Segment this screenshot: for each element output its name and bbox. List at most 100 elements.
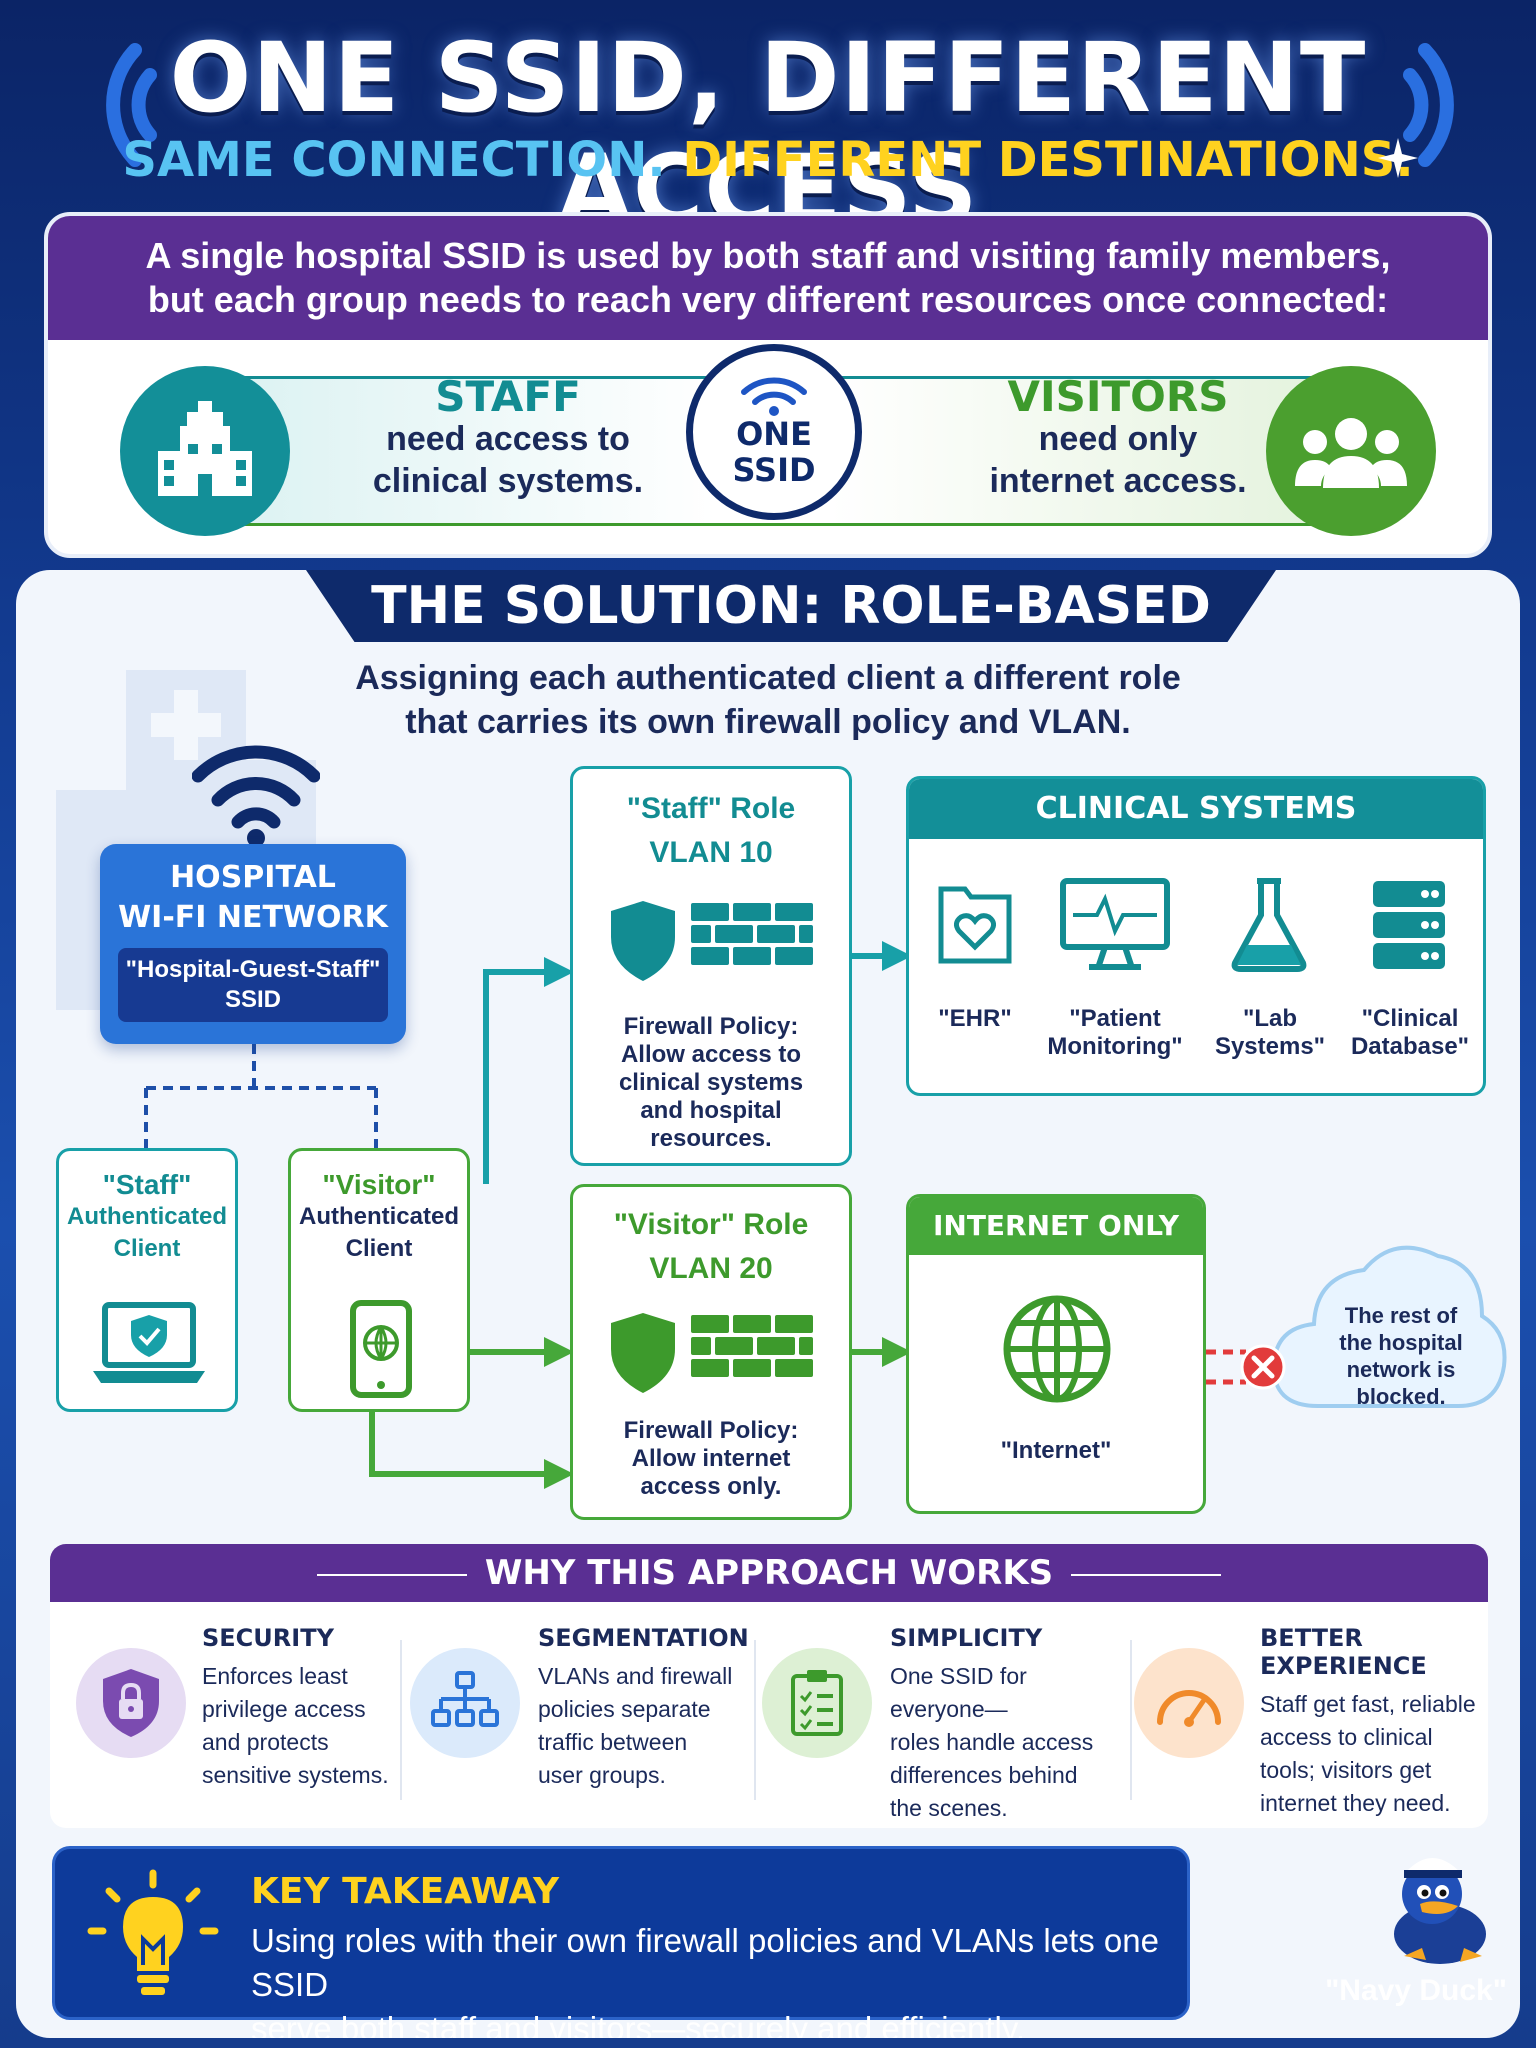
clinical-item-label: "Lab bbox=[1242, 1005, 1298, 1032]
staff-policy-line: clinical systems bbox=[618, 1069, 804, 1096]
takeaway-title: KEY TAKEAWAY bbox=[251, 1871, 560, 1912]
staff-client-line-1: Authenticated bbox=[66, 1203, 227, 1230]
one-ssid-circle: ONE SSID bbox=[686, 344, 862, 520]
solution-banner: THE SOLUTION: ROLE-BASED ACCESS bbox=[306, 570, 1276, 642]
staff-need-line-2: clinical systems. bbox=[372, 462, 644, 500]
internet-label: "Internet" bbox=[1000, 1437, 1112, 1464]
why-item-title: SECURITY bbox=[202, 1624, 334, 1652]
visitors-circle bbox=[1266, 366, 1436, 536]
clipboard-checklist-icon bbox=[791, 1670, 843, 1736]
staff-need: STAFF need access to clinical systems. bbox=[338, 376, 678, 502]
staff-role-name: "Staff" Role bbox=[626, 792, 796, 825]
sparkle-icon bbox=[1378, 138, 1418, 178]
solution-desc-line-2: that carries its own firewall policy and… bbox=[405, 703, 1131, 741]
one-ssid-line-2: SSID bbox=[732, 451, 816, 489]
staff-client-card: "Staff" Authenticated Client bbox=[56, 1148, 238, 1412]
why-item-line: policies separate bbox=[538, 1696, 711, 1722]
shield-firewall-green-icon bbox=[611, 1313, 813, 1393]
blocked-line: blocked. bbox=[1356, 1384, 1446, 1409]
database-server-icon bbox=[1373, 881, 1445, 969]
shield-firewall-teal-icon bbox=[611, 901, 813, 981]
clinical-item-clinical-database: "Clinical Database" bbox=[1345, 1005, 1475, 1061]
folder-heart-icon bbox=[938, 886, 1012, 964]
why-item-line: traffic between bbox=[538, 1729, 688, 1755]
staff-circle bbox=[120, 366, 290, 536]
visitor-policy: Firewall Policy: Allow internet access o… bbox=[583, 1417, 839, 1501]
visitor-client-line-1: Authenticated bbox=[298, 1203, 459, 1230]
clinical-systems-card: CLINICAL SYSTEMS "EHR" "Patient Moni bbox=[906, 776, 1486, 1096]
why-item-line: internet they need. bbox=[1260, 1790, 1451, 1816]
network-hierarchy-icon bbox=[431, 1671, 499, 1727]
why-section: WHY THIS APPROACH WORKS SECURITY Enforce… bbox=[50, 1544, 1488, 1828]
clinical-item-ehr: "EHR" bbox=[915, 1005, 1035, 1033]
intro-line-1: A single hospital SSID is used by both s… bbox=[145, 235, 1391, 276]
hospital-network-box: HOSPITAL WI-FI NETWORK "Hospital-Guest-S… bbox=[100, 844, 406, 1044]
staff-need-line-1: need access to bbox=[386, 420, 630, 458]
why-item-line: the scenes. bbox=[890, 1795, 1008, 1821]
why-item-title: SEGMENTATION bbox=[538, 1624, 749, 1652]
why-title: WHY THIS APPROACH WORKS bbox=[484, 1553, 1054, 1593]
intro-panel: A single hospital SSID is used by both s… bbox=[44, 212, 1492, 558]
wifi-icon bbox=[741, 377, 807, 416]
why-item-line: VLANs and firewall bbox=[538, 1663, 733, 1689]
page-subtitle: SAME CONNECTION. DIFFERENT DESTINATIONS. bbox=[0, 132, 1536, 188]
clinical-item-lab-systems: "Lab Systems" bbox=[1205, 1005, 1335, 1061]
navy-duck-mascot-icon bbox=[1394, 1858, 1486, 1964]
why-divider bbox=[754, 1640, 756, 1800]
key-takeaway-box: KEY TAKEAWAY Using roles with their own … bbox=[52, 1846, 1190, 2038]
clinical-item-label: "Clinical bbox=[1361, 1005, 1459, 1032]
why-item-better-experience: BETTER EXPERIENCE Staff get fast, reliab… bbox=[1260, 1624, 1480, 1816]
clinical-item-label: Systems" bbox=[1214, 1033, 1326, 1060]
subtitle-part-1: SAME CONNECTION. bbox=[122, 132, 666, 188]
solution-description: Assigning each authenticated client a di… bbox=[16, 656, 1520, 744]
why-divider bbox=[400, 1640, 402, 1800]
network-wifi-icon bbox=[192, 745, 320, 847]
people-group-icon bbox=[1295, 418, 1407, 488]
wifi-decoration-left-icon bbox=[106, 43, 157, 167]
why-item-line: One SSID for everyone— bbox=[890, 1663, 1027, 1722]
lab-flask-icon bbox=[1231, 878, 1307, 972]
phone-globe-icon bbox=[350, 1300, 412, 1398]
why-item-security: SECURITY Enforces least privilege access… bbox=[202, 1624, 402, 1814]
network-line-2: WI-FI NETWORK bbox=[118, 900, 388, 935]
visitor-policy-line: access only. bbox=[640, 1473, 782, 1500]
why-item-segmentation: SEGMENTATION VLANs and firewall policies… bbox=[538, 1624, 758, 1814]
visitor-role-vlan: VLAN 20 bbox=[649, 1252, 773, 1285]
takeaway-line-2: serve both staff and visitors—securely a… bbox=[251, 2010, 1026, 2038]
staff-title: STAFF bbox=[435, 372, 581, 421]
why-item-line: and protects bbox=[202, 1729, 329, 1755]
visitors-need-line-1: need only bbox=[1038, 420, 1198, 458]
ssid-line-2: SSID bbox=[224, 986, 281, 1013]
subtitle-part-2: DIFFERENT DESTINATIONS. bbox=[682, 132, 1414, 188]
visitor-role-card: "Visitor" Role VLAN 20 Firewall Policy: … bbox=[570, 1184, 852, 1520]
why-item-title: BETTER EXPERIENCE bbox=[1260, 1624, 1427, 1680]
why-item-line: privilege access bbox=[202, 1696, 366, 1722]
blocked-x-icon bbox=[1240, 1344, 1286, 1390]
solution-desc-line-1: Assigning each authenticated client a di… bbox=[355, 659, 1181, 697]
hospital-icon bbox=[158, 401, 252, 496]
one-ssid-line-1: ONE bbox=[736, 415, 812, 453]
clinical-title: CLINICAL SYSTEMS bbox=[909, 779, 1483, 839]
visitors-need: VISITORS need only internet access. bbox=[948, 376, 1288, 502]
why-item-line: tools; visitors get bbox=[1260, 1757, 1432, 1783]
intro-header: A single hospital SSID is used by both s… bbox=[48, 216, 1488, 340]
clinical-item-label: Database" bbox=[1350, 1033, 1470, 1060]
experience-circle bbox=[1134, 1648, 1244, 1758]
wifi-decoration-right-icon bbox=[1403, 43, 1454, 167]
ssid-line-1: "Hospital-Guest-Staff" bbox=[125, 956, 381, 983]
simplicity-circle bbox=[762, 1648, 872, 1758]
blocked-line: The rest of bbox=[1344, 1303, 1458, 1328]
internet-title: INTERNET ONLY bbox=[909, 1197, 1203, 1255]
flow-connectors bbox=[144, 941, 1246, 1489]
security-circle bbox=[76, 1648, 186, 1758]
why-item-line: sensitive systems. bbox=[202, 1762, 389, 1788]
why-divider bbox=[1130, 1640, 1132, 1800]
staff-client-line-2: Client bbox=[113, 1235, 181, 1262]
takeaway-text: Using roles with their own firewall poli… bbox=[251, 1919, 1171, 2038]
shield-lock-icon bbox=[103, 1669, 159, 1737]
staff-policy-line: and hospital bbox=[640, 1097, 782, 1124]
segmentation-circle bbox=[410, 1648, 520, 1758]
takeaway-line-1: Using roles with their own firewall poli… bbox=[251, 1922, 1159, 2003]
why-item-line: access to clinical bbox=[1260, 1724, 1433, 1750]
clinical-item-label: Monitoring" bbox=[1047, 1033, 1183, 1060]
